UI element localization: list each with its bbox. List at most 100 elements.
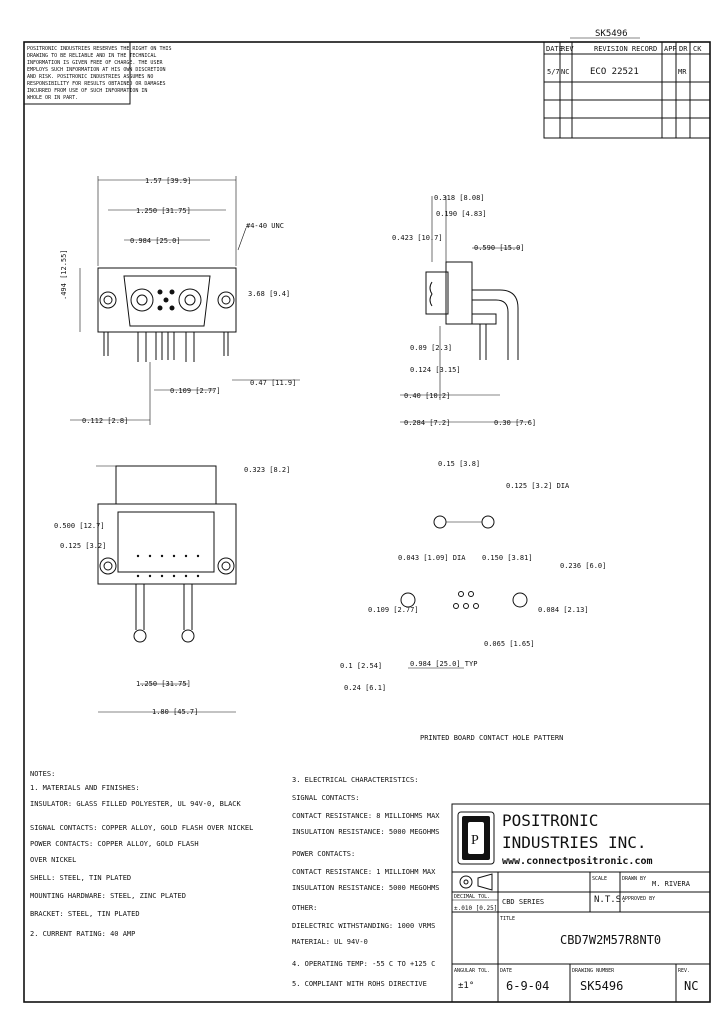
pcb-dim-g: 0.084 [2.13] (538, 606, 589, 614)
decimal-tol-label: DECIMAL TOL. (454, 894, 490, 900)
pcb-hole-mount-left (433, 515, 447, 529)
company-name-line2: INDUSTRIES INC. (502, 833, 647, 852)
note-line: SHELL: STEEL, TIN PLATED (30, 874, 131, 882)
pcb-pattern-title: PRINTED BOARD CONTACT HOLE PATTERN (420, 734, 563, 742)
drawing-number-label: DRAWING NUMBER (572, 968, 615, 974)
disclaimer-line: INFORMATION IS GIVEN FREE OF CHARGE. THE… (27, 60, 163, 66)
side-dim-a: 0.318 [8.08] (434, 194, 485, 202)
angular-tol-value: ±1° (458, 981, 474, 991)
pcb-dim-a: 0.15 [3.8] (438, 460, 480, 468)
dim-shell-width: 1.250 [31.75] (136, 207, 191, 215)
bottom-shell-top (115, 465, 217, 505)
side-view: 0.318 [8.08] 0.190 [4.83] 0.423 [10.7] 0… (392, 194, 536, 427)
signal-contact (163, 297, 169, 303)
rev-row-dr: MR (678, 68, 687, 76)
bottom-dim-d: 1.250 [31.75] (136, 680, 191, 688)
note-line: CONTACT RESISTANCE: 8 MILLIOHMS MAX (292, 812, 440, 820)
top-reference: SK5496 (595, 29, 628, 39)
connector-shell (123, 275, 211, 327)
mounting-hole-left (99, 291, 117, 309)
side-shell (425, 271, 449, 315)
rev-header-record: REVISION RECORD (594, 45, 657, 53)
signal-contact (169, 289, 175, 295)
note-line: POWER CONTACTS: COPPER ALLOY, GOLD FLASH (30, 840, 199, 848)
note-line: DIELECTRIC WITHSTANDING: 1000 VRMS (292, 922, 435, 930)
company-website: www.connectpositronic.com (502, 855, 653, 867)
side-bracket (471, 313, 497, 325)
disclaimer-line: EMPLOYS SUCH INFORMATION AT HIS OWN DISC… (27, 67, 165, 73)
company-logo: P (457, 811, 495, 865)
approved-by-label: APPROVED BY (622, 896, 655, 902)
disclaimer-line: AND RISK. POSITRONIC INDUSTRIES ASSUMES … (27, 74, 153, 80)
rev-label: REV. (678, 968, 690, 974)
drawing-number-value: SK5496 (580, 979, 623, 993)
rev-header-rev: REV (561, 45, 574, 53)
rev-row-rev: NC (561, 68, 569, 76)
dim-contacts-width: 0.984 [25.0] (130, 237, 181, 245)
bottom-dim-c: 0.125 [3.2] (60, 542, 106, 550)
pcb-dim-h: 0.065 [1.65] (484, 640, 535, 648)
disclaimer-line: WHOLE OR IN PART. (27, 95, 78, 101)
dim-offset: 0.112 [2.8] (82, 417, 128, 425)
bottom-body (117, 511, 215, 573)
pcb-dim-b: 0.125 [3.2] DIA (506, 482, 570, 490)
title-value: CBD7W2M57R8NT0 (560, 933, 661, 947)
date-value: 6-9-04 (506, 979, 549, 993)
note-line: BRACKET: STEEL, TIN PLATED (30, 910, 140, 918)
pcb-dim-i: 0.984 [25.0] TYP (410, 660, 477, 668)
dim-pitch: 0.109 [2.77] (170, 387, 221, 395)
note-line: 1. MATERIALS AND FINISHES: (30, 784, 140, 792)
dim-height: .494 [12.55] (60, 249, 68, 300)
disclaimer-text: POSITRONIC INDUSTRIES RESERVES THE RIGHT… (27, 46, 172, 101)
note-line: CONTACT RESISTANCE: 1 MILLIOHM MAX (292, 868, 436, 876)
note-line: SIGNAL CONTACTS: COPPER ALLOY, GOLD FLAS… (30, 824, 253, 832)
notes-heading: NOTES: (30, 770, 55, 778)
side-dim-h: 0.09 [2.3] (410, 344, 452, 352)
signal-contact (169, 305, 175, 311)
date-label: DATE (500, 968, 512, 974)
company-name-line1: POSITRONIC (502, 811, 598, 830)
note-line: INSULATION RESISTANCE: 5000 MEGOHMS (292, 884, 440, 892)
note-line: INSULATION RESISTANCE: 5000 MEGOHMS (292, 828, 440, 836)
disclaimer-line: RESPONSIBILITY FOR RESULTS OBTAINED OR D… (27, 81, 165, 87)
note-line: OTHER: (292, 904, 317, 912)
note-line: MOUNTING HARDWARE: STEEL, ZINC PLATED (30, 892, 186, 900)
drawn-by-label: DRAWN BY (622, 876, 646, 882)
signal-contact (157, 289, 163, 295)
dim-thread: #4-40 UNC (246, 222, 284, 230)
rev-header-dr: DR (679, 45, 688, 53)
note-line: 5. COMPLIANT WITH ROHS DIRECTIVE (292, 980, 427, 988)
disclaimer-box (23, 41, 131, 105)
side-dim-d: 0.190 [4.83] (436, 210, 487, 218)
dim-mount: 3.68 [9.4] (248, 290, 290, 298)
pcb-dim-d: 0.150 [3.81] (482, 554, 533, 562)
rev-header-ck: CK (693, 45, 702, 53)
rev-header-date: DATE (546, 45, 563, 53)
pcb-dim-e: 0.109 [2.77] (368, 606, 419, 614)
note-line: OVER NICKEL (30, 856, 76, 864)
pcb-hole-pattern: 0.15 [3.8] 0.125 [3.2] DIA 0.043 [1.09] … (340, 460, 606, 742)
pcb-dim-j: 0.1 [2.54] (340, 662, 382, 670)
notes: NOTES: 1. MATERIALS AND FINISHES: INSULA… (30, 770, 440, 988)
side-flange (445, 261, 473, 325)
note-line: 4. OPERATING TEMP: -55 C TO +125 C (292, 960, 435, 968)
pcb-hole-mount-right (481, 515, 495, 529)
bottom-dim-e: 1.80 [45.7] (152, 708, 198, 716)
rev-row-date: 5/7 (547, 68, 560, 76)
side-dim-b: 0.590 [15.0] (474, 244, 525, 252)
side-dim-g: 0.30 [7.6] (494, 419, 536, 427)
svg-text:P: P (471, 833, 479, 848)
rev-value: NC (684, 979, 698, 993)
note-line: 2. CURRENT RATING: 40 AMP (30, 930, 135, 938)
rev-header-app: APP (664, 45, 677, 53)
note-line: MATERIAL: UL 94V-0 (292, 938, 368, 946)
series-value: CBD SERIES (502, 898, 544, 906)
power-contact-2 (178, 288, 202, 312)
pcb-dim-f: 0.236 [6.0] (560, 562, 606, 570)
signal-contact (157, 305, 163, 311)
decimal-tol-value: ±.010 [0.25] (454, 905, 497, 912)
front-view: 1.57 [39.9] 1.250 [31.75] 0.984 [25.0] #… (60, 176, 300, 425)
dim-overall-width: 1.57 [39.9] (145, 177, 191, 185)
drawn-by-value: M. RIVERA (652, 880, 691, 888)
